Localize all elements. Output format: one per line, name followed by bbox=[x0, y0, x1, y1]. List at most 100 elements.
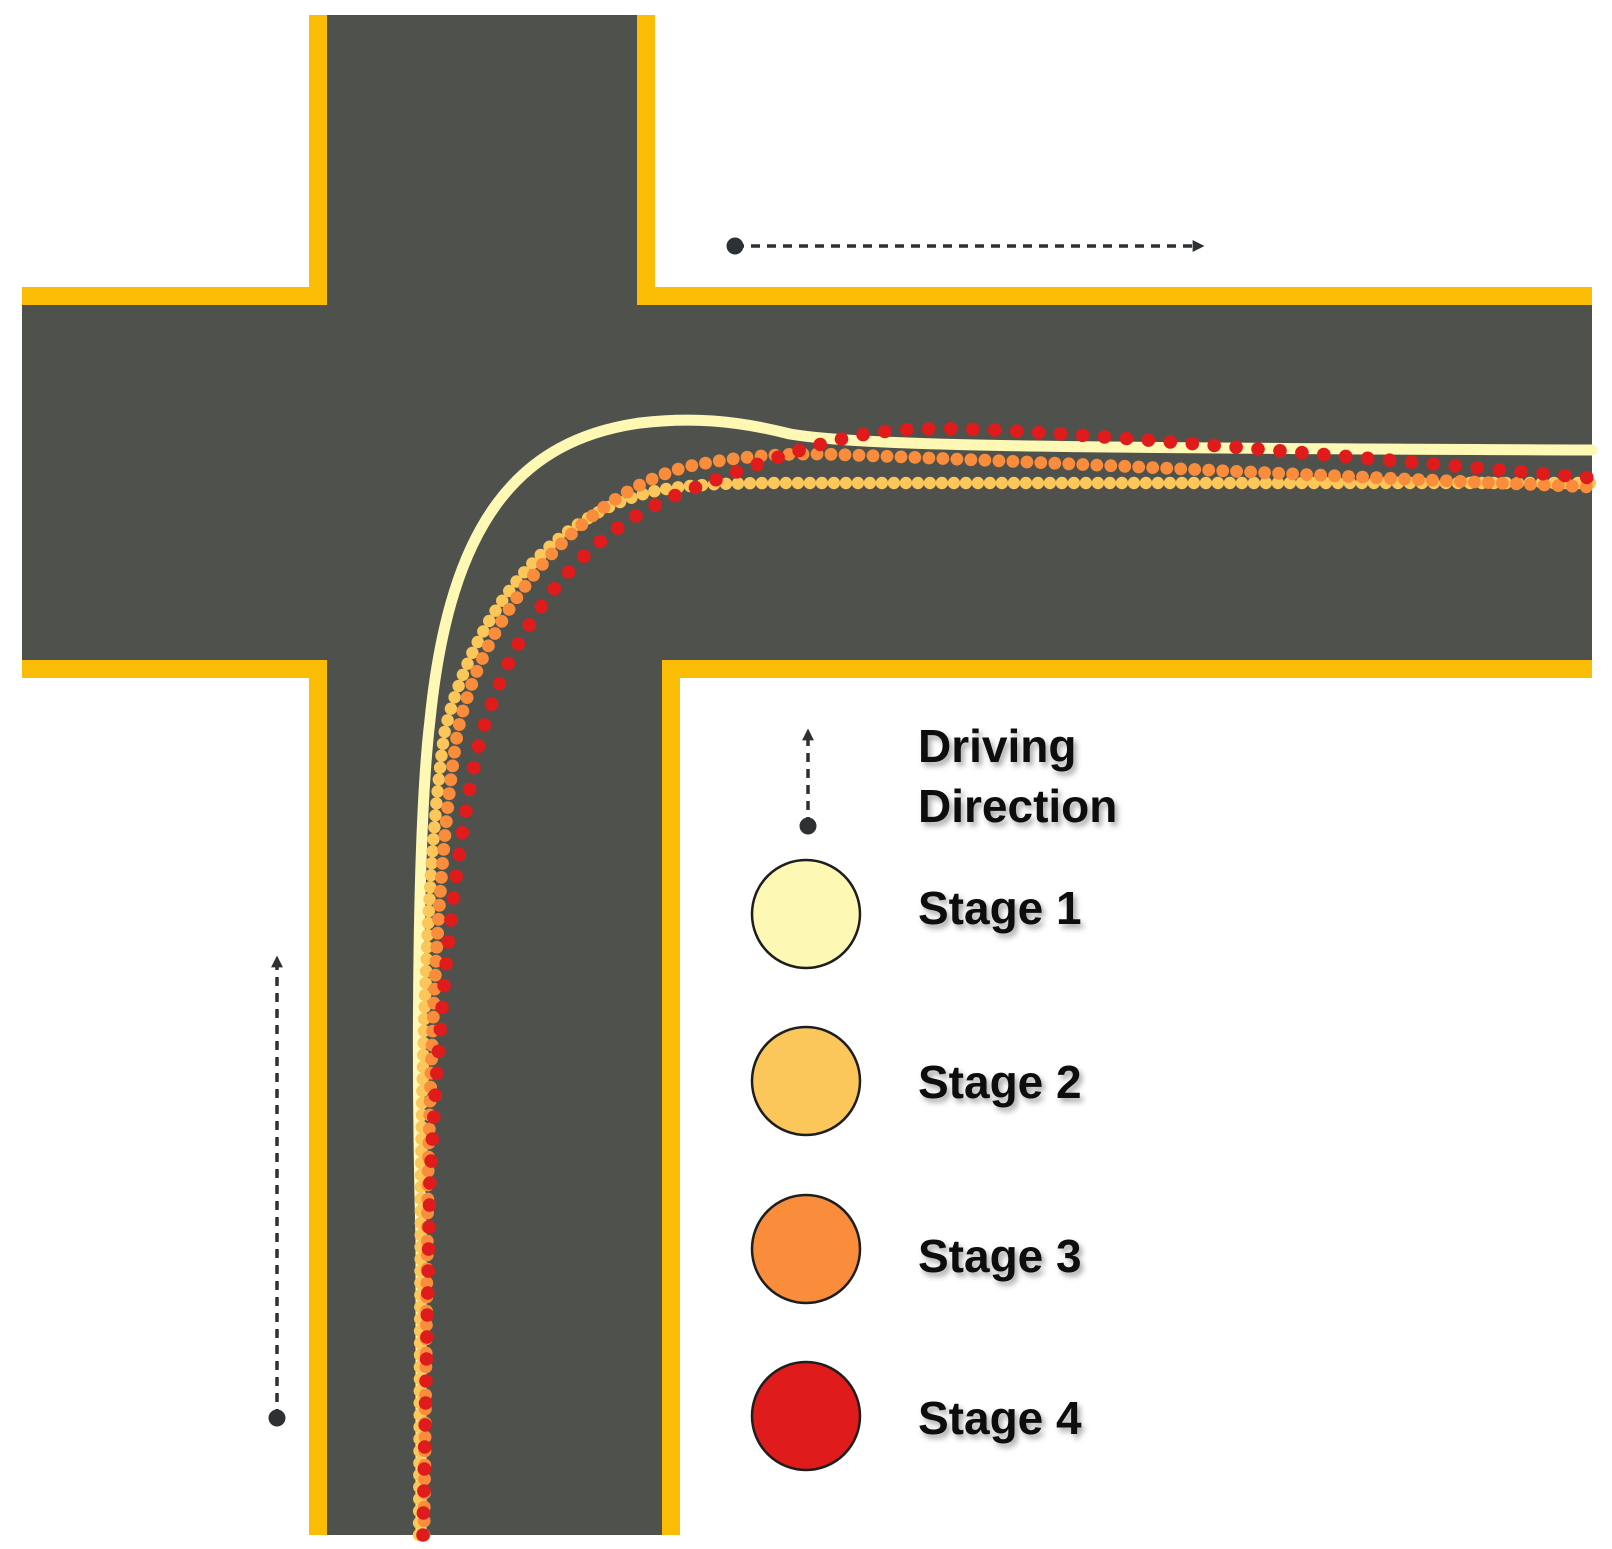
trajectory-point bbox=[421, 928, 434, 942]
trajectory-point bbox=[518, 579, 532, 593]
trajectory-point bbox=[534, 548, 547, 562]
trajectory-point bbox=[430, 797, 443, 810]
trajectory-point bbox=[433, 761, 447, 774]
trajectory-point bbox=[1163, 476, 1177, 490]
trajectory-point bbox=[1104, 459, 1118, 473]
trajectory-point bbox=[441, 801, 455, 814]
trajectory-point bbox=[1115, 476, 1129, 490]
trajectory-point bbox=[1251, 442, 1265, 456]
trajectory-point bbox=[1360, 451, 1375, 466]
trajectory-point bbox=[1031, 476, 1045, 490]
trajectory-point bbox=[452, 847, 467, 862]
trajectory-point bbox=[1139, 476, 1153, 490]
trajectory-point bbox=[1536, 466, 1550, 481]
trajectory-point bbox=[1398, 472, 1411, 486]
trajectory-point bbox=[838, 448, 852, 462]
trajectory-point bbox=[1185, 436, 1200, 451]
trajectory-point bbox=[502, 602, 516, 616]
legend-label-stage-3: Stage 3 bbox=[918, 1230, 1082, 1282]
trajectory-point bbox=[444, 773, 458, 787]
trajectory-point bbox=[1151, 476, 1165, 490]
trajectory-point bbox=[1273, 444, 1287, 458]
trajectory-point bbox=[555, 537, 568, 551]
trajectory-point bbox=[1510, 477, 1523, 491]
trajectory-point bbox=[495, 614, 509, 628]
trajectory-point bbox=[863, 476, 877, 490]
trajectory-point bbox=[921, 422, 936, 436]
trajectory-point bbox=[1067, 476, 1081, 490]
legend-direction-label-line2: Direction bbox=[918, 780, 1117, 832]
legend-swatch-stage-4 bbox=[750, 1360, 862, 1472]
trajectory-point bbox=[1537, 478, 1551, 492]
trajectory-point bbox=[418, 988, 432, 1002]
trajectory-point bbox=[1558, 468, 1572, 483]
trajectory-point bbox=[424, 1154, 438, 1168]
trajectory-point bbox=[597, 500, 611, 514]
trajectory-point bbox=[1404, 455, 1419, 469]
trajectory-point bbox=[1426, 457, 1441, 471]
trajectory-point bbox=[422, 1220, 436, 1234]
trajectory-point bbox=[740, 450, 754, 464]
trajectory-point bbox=[779, 476, 793, 490]
trajectory-point bbox=[824, 447, 838, 461]
legend-label-stage-4: Stage 4 bbox=[918, 1392, 1082, 1444]
trajectory-point bbox=[547, 582, 562, 596]
trajectory-stage-3 bbox=[417, 447, 1593, 1542]
trajectory-point bbox=[430, 940, 444, 954]
trajectory-point bbox=[1271, 476, 1285, 490]
trajectory-point bbox=[471, 635, 484, 649]
trajectory-point bbox=[803, 476, 817, 490]
trajectory-point bbox=[1216, 464, 1230, 478]
trajectory-point bbox=[420, 1318, 433, 1332]
trajectory-point bbox=[450, 731, 463, 745]
trajectory-point bbox=[420, 940, 434, 954]
trajectory-point bbox=[1048, 456, 1062, 470]
trajectory-point bbox=[936, 452, 950, 465]
trajectory-point bbox=[648, 498, 662, 512]
trajectory-point bbox=[561, 565, 576, 579]
trajectory-point bbox=[688, 480, 703, 495]
trajectory-point bbox=[1006, 455, 1020, 468]
trajectory-point bbox=[719, 477, 733, 490]
trajectory-point bbox=[1342, 470, 1355, 483]
trajectory-point bbox=[593, 534, 608, 549]
trajectory-point bbox=[448, 691, 461, 704]
trajectory-point bbox=[418, 1472, 431, 1486]
trajectory-point bbox=[461, 657, 474, 670]
trajectory-point bbox=[1470, 461, 1484, 475]
trajectory-point bbox=[1286, 467, 1299, 481]
trajectory-point bbox=[1118, 459, 1132, 473]
trajectory-point bbox=[449, 869, 464, 884]
trajectory-point bbox=[422, 904, 435, 918]
trajectory-point bbox=[422, 916, 435, 930]
legend: Driving Direction Stage 1 Stage 2 Stage … bbox=[750, 720, 1117, 1472]
trajectory-point bbox=[648, 485, 661, 498]
trajectory-point bbox=[522, 618, 536, 632]
trajectory-point bbox=[437, 978, 451, 993]
trajectory-point bbox=[422, 1122, 436, 1136]
trajectory-point bbox=[1247, 476, 1261, 490]
trajectory-point bbox=[420, 1330, 434, 1344]
trajectory-point bbox=[422, 1198, 437, 1212]
trajectory-point bbox=[426, 1010, 440, 1024]
trajectory-point bbox=[444, 913, 458, 927]
trajectory-point bbox=[456, 704, 470, 718]
trajectory-point bbox=[856, 427, 870, 442]
trajectory-point bbox=[423, 893, 436, 906]
trajectory-point bbox=[501, 656, 516, 671]
trajectory-point bbox=[436, 857, 449, 870]
trajectory-point bbox=[827, 476, 841, 490]
trajectory-point bbox=[908, 451, 922, 464]
trajectory-point bbox=[729, 465, 744, 479]
trajectory-point bbox=[446, 891, 461, 905]
trajectory-point bbox=[427, 1110, 441, 1124]
trajectory-point bbox=[1132, 460, 1146, 474]
trajectory-point bbox=[1384, 471, 1397, 485]
trajectory-point bbox=[699, 456, 712, 470]
trajectory-point bbox=[419, 1352, 434, 1366]
trajectory-point bbox=[922, 451, 936, 465]
trajectory-point bbox=[416, 1506, 431, 1520]
trajectory-point bbox=[1496, 476, 1509, 490]
trajectory-point bbox=[992, 454, 1006, 468]
